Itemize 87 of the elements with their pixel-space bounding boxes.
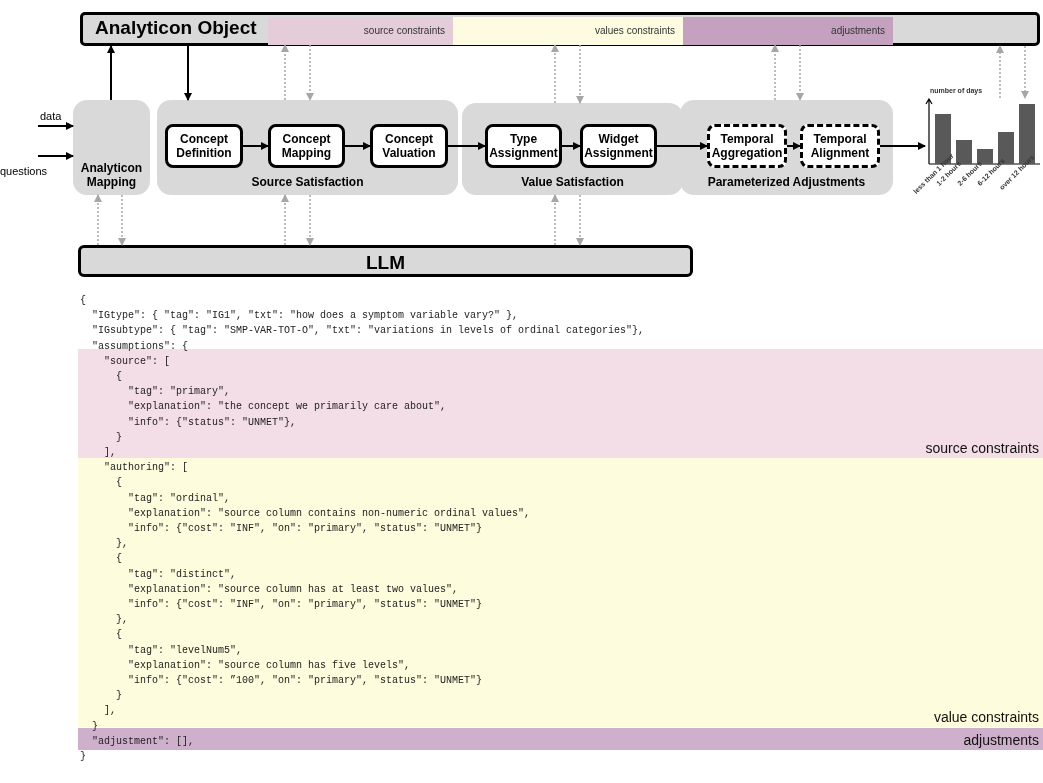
edge-label: data: [40, 110, 62, 122]
code-line: "info": {"status": "UNMET"},: [127, 416, 297, 429]
arrow: [118, 194, 126, 246]
band-label: adjustments: [831, 25, 885, 36]
arrow: [37, 152, 74, 160]
panel-title: Value Satisfaction: [520, 175, 625, 189]
band-label: source constraints: [363, 25, 445, 36]
arrow: [184, 45, 192, 101]
code-line: "adjustment": [],: [91, 735, 195, 748]
code-line: {: [115, 629, 122, 642]
object-bar: [80, 12, 1040, 46]
arrow: [771, 44, 779, 101]
arrow: [306, 194, 314, 246]
band-label: value constraints: [933, 709, 1039, 725]
code-line: ],: [103, 705, 116, 718]
arrow: [656, 142, 708, 150]
code-line: },: [115, 538, 128, 551]
code-line: }: [80, 751, 86, 763]
arrow: [996, 45, 1004, 99]
arrow: [306, 44, 314, 101]
code-line: "explanation": "the concept we primarily care about",: [127, 401, 447, 414]
highlight-band: [78, 349, 1043, 458]
code-line: "tag": "ordinal",: [127, 492, 231, 505]
panel-title: Analyticon Mapping: [79, 161, 144, 189]
step-box: Widget Assignment: [580, 124, 657, 168]
arrow: [576, 44, 584, 104]
stage-panel: [157, 100, 458, 195]
arrow: [1021, 45, 1029, 99]
code-line: "explanation": "source column contains non-numeric ordinal values",: [127, 507, 531, 520]
code-line: "explanation": "source column has at least two values",: [127, 583, 459, 596]
code-line: "info": {"cost": "INF", "on": "primary", "status": "UNMET"}: [127, 599, 483, 611]
step-box: Concept Valuation: [370, 124, 448, 168]
arrow: [242, 142, 269, 150]
code-line: "tag": "primary",: [127, 386, 231, 399]
band-label: adjustments: [963, 732, 1039, 748]
stage-panel: [73, 100, 150, 195]
code-line: "authoring": [: [103, 462, 189, 475]
arrow: [551, 194, 559, 246]
code-line: "info": {"cost": "INF", "on": "primary", "status": "UNMET"}: [127, 523, 483, 535]
arrow: [796, 44, 804, 101]
code-line: "IGtype": { "tag": "IG1", "txt": "how does a symptom variable vary?" },: [91, 310, 519, 323]
constraint-band: [268, 17, 453, 45]
arrow: [879, 142, 926, 150]
code-line: {: [115, 477, 122, 490]
arrow: [281, 44, 289, 101]
arrow: [447, 142, 486, 150]
arrow: [37, 122, 74, 130]
code-line: }: [91, 720, 98, 733]
code-line: }: [115, 431, 122, 444]
edge-label: questions: [0, 165, 48, 177]
arrow: [94, 194, 102, 246]
code-line: "explanation": "source column has five levels",: [127, 659, 411, 672]
arrow: [561, 142, 581, 150]
code-line: "source": [: [103, 355, 170, 368]
code-line: "IGsubtype": { "tag": "SMP-VAR-TOT-O", "txt": "variations in levels of ordinal categories"},: [91, 325, 645, 338]
code-line: }: [115, 690, 122, 703]
panel-title: Source Satisfaction: [250, 175, 365, 189]
step-box: Concept Mapping: [268, 124, 345, 168]
arrow: [344, 142, 371, 150]
band-label: source constraints: [925, 440, 1039, 456]
code-line: {: [80, 295, 86, 307]
code-line: {: [115, 553, 122, 566]
llm-bar: [78, 245, 693, 277]
step-box: Temporal Alignment: [800, 124, 880, 168]
arrow: [107, 45, 115, 101]
stage-panel: [680, 100, 893, 195]
code-line: ],: [103, 447, 116, 459]
code-line: "assumptions": {: [91, 340, 189, 353]
object-title: Analyticon Object: [95, 17, 257, 39]
step-box: Temporal Aggregation: [707, 124, 787, 168]
code-line: "tag": "levelNum5",: [127, 644, 243, 657]
arrow: [576, 194, 584, 246]
panel-title: Parameterized Adjustments: [706, 175, 867, 189]
band-label: values constraints: [594, 25, 675, 36]
arrow: [281, 194, 289, 246]
step-box: Type Assignment: [485, 124, 562, 168]
code-line: },: [115, 614, 128, 627]
stage-panel: [462, 103, 683, 195]
constraint-band: [683, 17, 893, 45]
step-box: Concept Definition: [165, 124, 243, 168]
code-line: {: [115, 371, 122, 383]
arrow: [551, 44, 559, 104]
llm-title: LLM: [364, 252, 406, 274]
constraint-band: [453, 17, 683, 45]
code-line: "info": {"cost": ”100", "on": "primary", "status": "UNMET"}: [127, 675, 483, 687]
arrow: [786, 142, 801, 150]
code-line: "tag": "distinct",: [127, 568, 237, 581]
